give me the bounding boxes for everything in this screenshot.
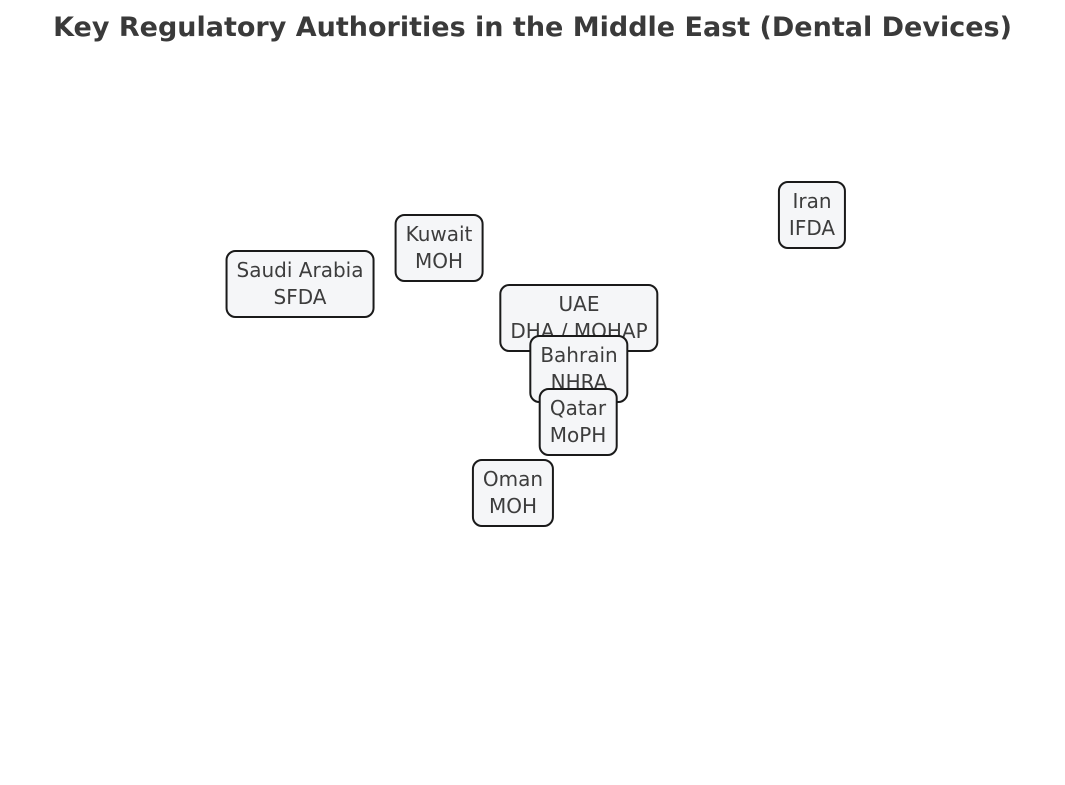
node-country-label: Saudi Arabia	[236, 258, 364, 282]
node-qatar: Qatar MoPH	[538, 388, 618, 456]
node-agency-label: IFDA	[788, 216, 836, 240]
node-iran: Iran IFDA	[777, 181, 847, 249]
node-country-label: Qatar	[549, 396, 607, 420]
node-agency-label: MOH	[488, 494, 538, 518]
node-country-label: UAE	[558, 292, 600, 316]
node-country-label: Bahrain	[540, 343, 618, 367]
node-saudi-arabia: Saudi Arabia SFDA	[225, 250, 375, 318]
node-country-label: Kuwait	[405, 222, 473, 246]
node-agency-label: MoPH	[549, 423, 607, 447]
figure-title: Key Regulatory Authorities in the Middle…	[53, 12, 1012, 43]
node-country-label: Oman	[482, 467, 544, 491]
node-agency-label: MOH	[414, 249, 464, 273]
node-kuwait: Kuwait MOH	[394, 214, 484, 282]
node-oman: Oman MOH	[471, 459, 555, 527]
node-agency-label: SFDA	[273, 285, 327, 309]
node-country-label: Iran	[792, 189, 832, 213]
